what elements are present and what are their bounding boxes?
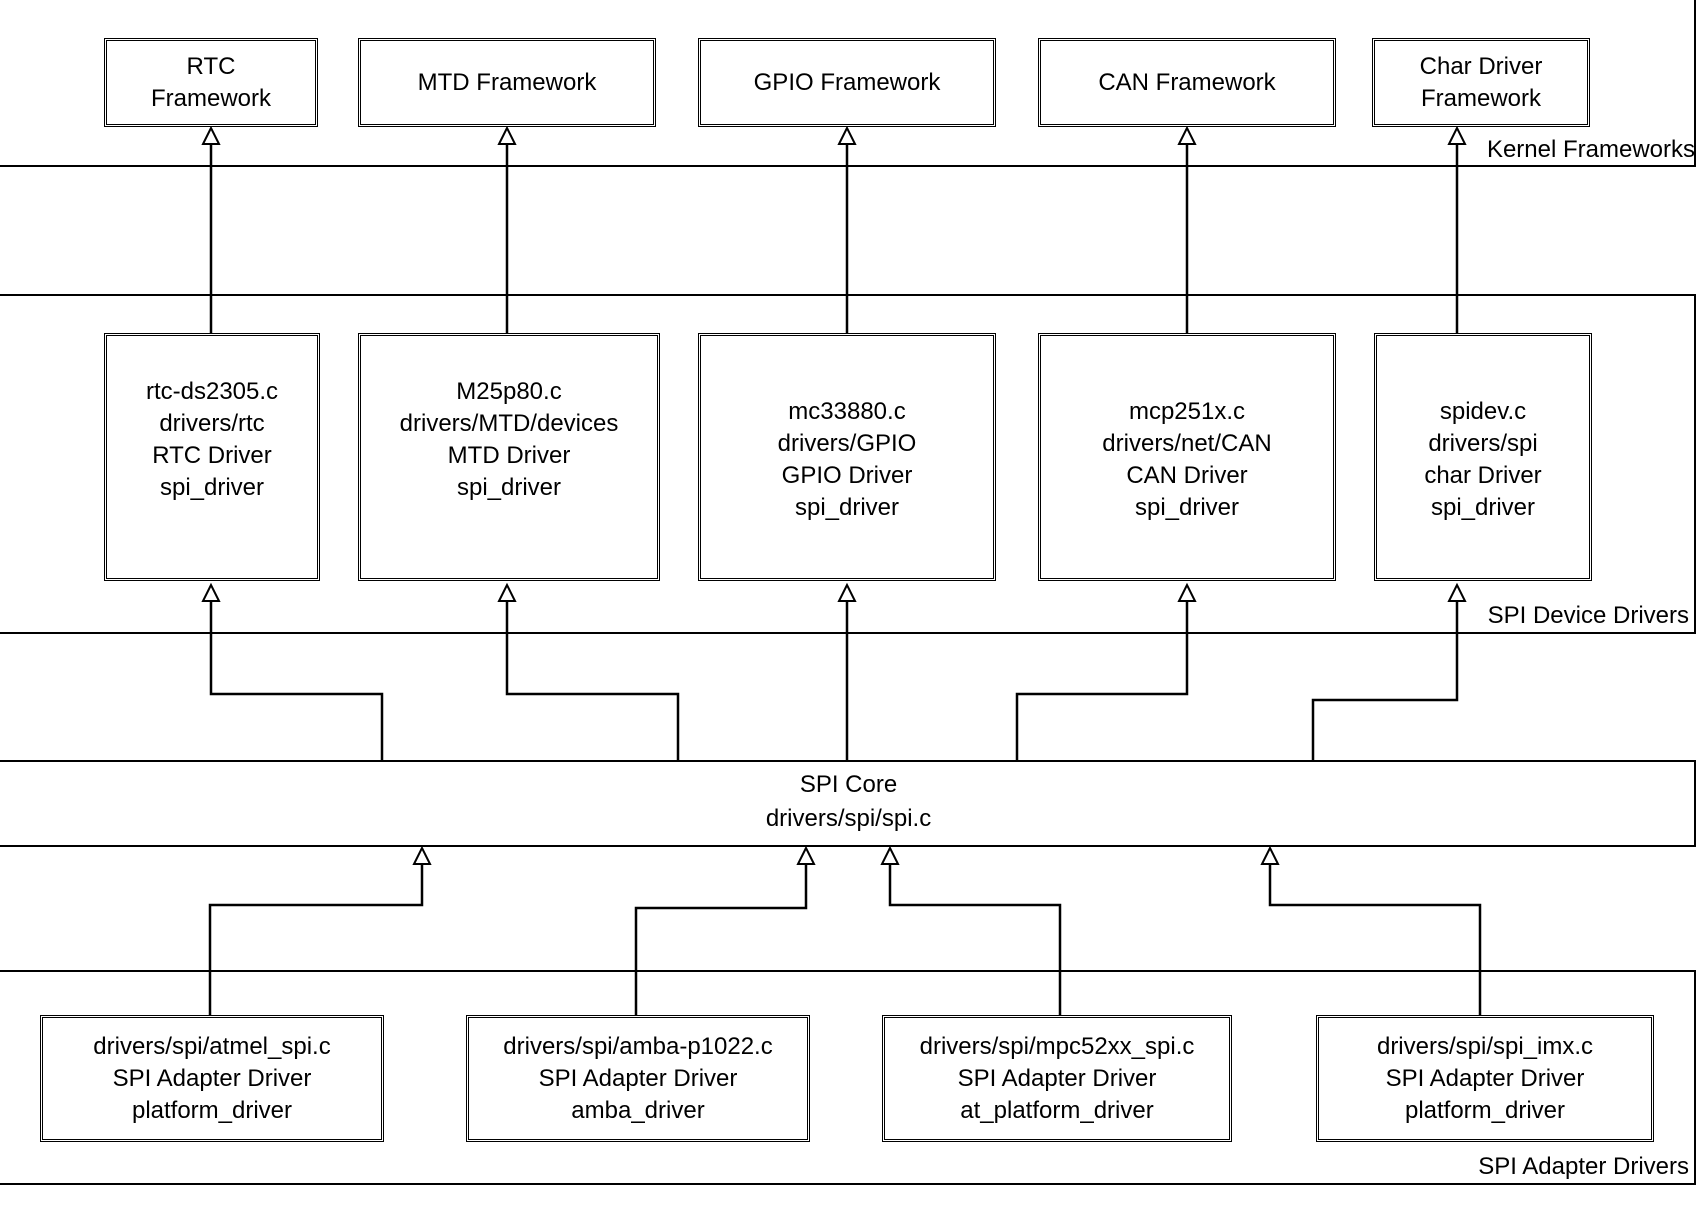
mpc52xx-adapter-box: drivers/spi/mpc52xx_spi.c SPI Adapter Dr… <box>882 1015 1232 1142</box>
rtc-framework-box: RTC Framework <box>104 38 318 127</box>
box-line: RTC Driver <box>152 442 272 469</box>
char-driver-box: spidev.c drivers/spi char Driver spi_dri… <box>1374 333 1592 581</box>
box-line: MTD Driver <box>447 442 571 469</box>
box-line: RTC <box>186 52 236 80</box>
box-line: Char Driver <box>1419 52 1543 80</box>
gpio-framework-box: GPIO Framework <box>698 38 996 127</box>
atmel-adapter-box: drivers/spi/atmel_spi.c SPI Adapter Driv… <box>40 1015 384 1142</box>
box-line: rtc-ds2305.c <box>145 378 279 405</box>
box-line: spi_driver <box>1430 494 1536 521</box>
arrowhead-rtc-driver <box>201 582 221 602</box>
spi-device-drivers-label: SPI Device Drivers <box>1487 602 1689 629</box>
arrowhead-can <box>1177 125 1197 145</box>
box-line: M25p80.c <box>456 378 562 405</box>
box-line: drivers/spi/mpc52xx_spi.c <box>919 1032 1195 1060</box>
box-line: SPI Adapter Driver <box>538 1064 738 1092</box>
box-line: GPIO Framework <box>753 68 941 96</box>
box-line: mcp251x.c <box>1128 398 1246 425</box>
arrowhead-mtd <box>497 125 517 145</box>
arrowhead-can-driver <box>1177 582 1197 602</box>
arrowhead-core-1 <box>412 845 432 865</box>
char-driver-framework-box: Char Driver Framework <box>1372 38 1590 127</box>
box-line: MTD Framework <box>417 68 597 96</box>
box-line: spi_driver <box>456 474 562 501</box>
box-line: mc33880.c <box>788 398 906 425</box>
box-line: SPI Adapter Driver <box>1385 1064 1585 1092</box>
gpio-driver-box: mc33880.c drivers/GPIO GPIO Driver spi_d… <box>698 333 996 581</box>
box-line: drivers/rtc <box>159 410 265 437</box>
connector-amba <box>634 860 808 1015</box>
box-line: char Driver <box>1424 462 1542 489</box>
box-line: platform_driver <box>1404 1096 1566 1124</box>
box-line: CAN Framework <box>1098 68 1276 96</box>
box-line: Framework <box>150 84 271 112</box>
arrowhead-char-driver <box>1447 582 1467 602</box>
can-driver-box: mcp251x.c drivers/net/CAN CAN Driver spi… <box>1038 333 1336 581</box>
kernel-frameworks-label: Kernel Frameworks <box>1486 136 1695 163</box>
box-line: at_platform_driver <box>960 1096 1154 1124</box>
connector-core-can <box>1015 597 1189 760</box>
spi-core-title: SPI Core <box>799 771 898 798</box>
box-line: spi_driver <box>794 494 900 521</box>
box-line: drivers/spi/spi_imx.c <box>1376 1032 1594 1060</box>
arrowhead-core-4 <box>1260 845 1280 865</box>
spi-core-layer <box>0 760 1696 847</box>
box-line: drivers/GPIO <box>777 430 917 457</box>
box-line: drivers/spi/amba-p1022.c <box>503 1032 773 1060</box>
amba-adapter-box: drivers/spi/amba-p1022.c SPI Adapter Dri… <box>466 1015 810 1142</box>
imx-adapter-box: drivers/spi/spi_imx.c SPI Adapter Driver… <box>1316 1015 1654 1142</box>
arrowhead-gpio-driver <box>837 582 857 602</box>
spi-core-box: SPI Core drivers/spi/spi.c <box>0 768 1697 836</box>
box-line: spi_driver <box>1134 494 1240 521</box>
box-line: GPIO Driver <box>781 462 913 489</box>
arrowhead-rtc <box>201 125 221 145</box>
arrowhead-char <box>1447 125 1467 145</box>
box-line: drivers/spi <box>1428 430 1538 457</box>
box-line: spidev.c <box>1439 398 1527 425</box>
arrowhead-mtd-driver <box>497 582 517 602</box>
box-line: drivers/net/CAN <box>1102 430 1272 457</box>
box-line: Framework <box>1420 84 1541 112</box>
box-line: CAN Driver <box>1126 462 1248 489</box>
box-line: SPI Adapter Driver <box>957 1064 1157 1092</box>
mtd-driver-box: M25p80.c drivers/MTD/devices MTD Driver … <box>358 333 660 581</box>
connector-mpc <box>888 860 1062 1015</box>
spi-adapter-drivers-label: SPI Adapter Drivers <box>1478 1153 1689 1180</box>
arrowhead-core-2 <box>796 845 816 865</box>
connector-core-char <box>1311 597 1459 760</box>
box-line: SPI Adapter Driver <box>112 1064 312 1092</box>
box-line: drivers/MTD/devices <box>399 410 619 437</box>
rtc-driver-box: rtc-ds2305.c drivers/rtc RTC Driver spi_… <box>104 333 320 581</box>
can-framework-box: CAN Framework <box>1038 38 1336 127</box>
arrowhead-core-3 <box>880 845 900 865</box>
connector-core-rtc <box>209 597 384 760</box>
arrowhead-gpio <box>837 125 857 145</box>
connector-core-mtd <box>505 597 680 760</box>
connector-imx <box>1268 860 1482 1015</box>
box-line: drivers/spi/atmel_spi.c <box>93 1032 331 1060</box>
spi-core-path: drivers/spi/spi.c <box>765 805 932 832</box>
box-line: platform_driver <box>131 1096 293 1124</box>
box-line: amba_driver <box>571 1096 705 1124</box>
mtd-framework-box: MTD Framework <box>358 38 656 127</box>
spi-adapter-drivers-layer <box>0 970 1696 1185</box>
box-line: spi_driver <box>159 474 265 501</box>
connector-atmel <box>208 860 424 1015</box>
